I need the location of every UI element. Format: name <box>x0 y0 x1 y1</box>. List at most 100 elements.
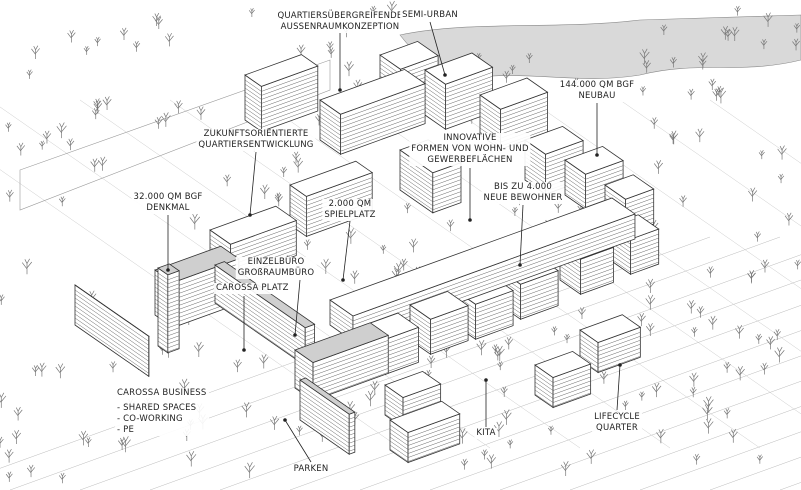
floor-line <box>157 324 180 333</box>
building-block <box>534 350 592 409</box>
tree <box>292 151 300 164</box>
floor-line <box>424 104 493 122</box>
field-outline <box>19 59 331 211</box>
tree <box>85 437 92 447</box>
floor-line <box>157 276 180 285</box>
floor-line <box>399 174 462 199</box>
floor-line <box>289 177 373 202</box>
leader-line <box>429 21 446 76</box>
tree <box>695 128 705 143</box>
building-block <box>389 400 461 464</box>
tree <box>189 213 201 230</box>
floor-line <box>289 185 373 210</box>
floor-line <box>409 313 469 329</box>
tree <box>696 306 705 318</box>
building-face <box>289 160 374 197</box>
tree <box>708 78 717 91</box>
floor-line <box>319 108 426 140</box>
floor-line <box>559 265 614 281</box>
tree <box>269 415 280 430</box>
tree <box>11 429 22 444</box>
tree <box>56 122 67 139</box>
tree <box>42 130 52 144</box>
tree <box>244 462 255 479</box>
tree <box>689 386 697 398</box>
floor-line <box>319 104 426 136</box>
building-face <box>604 174 655 200</box>
floor-line <box>424 100 493 118</box>
floor-line <box>389 422 460 442</box>
street-line <box>569 406 801 490</box>
floor-line <box>294 352 389 380</box>
tree <box>31 45 40 59</box>
tree <box>154 16 163 29</box>
tree <box>703 418 714 434</box>
tree <box>794 259 801 270</box>
floor-line <box>609 245 659 261</box>
tree <box>723 408 731 419</box>
floor-line <box>424 80 493 98</box>
floor-line <box>319 120 426 152</box>
tree <box>679 195 687 207</box>
floor-line <box>424 108 493 126</box>
tree <box>715 87 727 104</box>
floor-line <box>244 106 318 128</box>
floor-line <box>424 96 493 114</box>
tree <box>248 8 255 17</box>
floor-line <box>299 392 355 428</box>
tree <box>97 156 108 171</box>
tree <box>5 189 14 202</box>
tree <box>735 365 745 381</box>
floor-line <box>244 86 318 108</box>
tree <box>94 36 101 47</box>
tree <box>233 359 242 373</box>
floor-line <box>214 277 315 341</box>
tree <box>446 219 455 232</box>
leader-dot <box>283 418 287 422</box>
building-face <box>579 314 642 343</box>
floor-line <box>74 313 149 366</box>
floor-line <box>564 168 624 184</box>
tree <box>55 363 66 379</box>
floor-line <box>389 426 460 446</box>
tree <box>109 361 117 373</box>
tree <box>460 458 469 470</box>
tree <box>26 464 36 478</box>
leader-dot <box>518 263 522 267</box>
floor-line <box>157 328 180 337</box>
tree <box>486 454 497 469</box>
tree <box>274 192 282 203</box>
floor-line <box>479 97 548 115</box>
tree <box>260 184 270 199</box>
floor-line <box>579 332 641 348</box>
floor-line <box>329 218 636 322</box>
tree <box>31 364 40 377</box>
tree <box>293 157 304 173</box>
floor-line <box>534 388 591 403</box>
floor-line <box>579 344 641 360</box>
tree <box>117 437 127 451</box>
floor-line <box>157 340 180 349</box>
tree <box>645 322 655 337</box>
tree <box>241 402 252 418</box>
floor-line <box>479 109 548 127</box>
floor-line <box>479 113 548 131</box>
tree <box>344 61 354 77</box>
tree <box>481 449 489 460</box>
floor-line <box>294 348 389 376</box>
tree <box>196 106 206 120</box>
floor-line <box>609 249 659 265</box>
floor-line <box>564 176 624 192</box>
building-face <box>348 411 356 455</box>
tree <box>259 354 269 369</box>
tree <box>0 436 4 448</box>
floor-line <box>609 253 659 269</box>
tree <box>645 294 656 310</box>
building-face <box>294 322 390 363</box>
tree <box>792 38 800 51</box>
